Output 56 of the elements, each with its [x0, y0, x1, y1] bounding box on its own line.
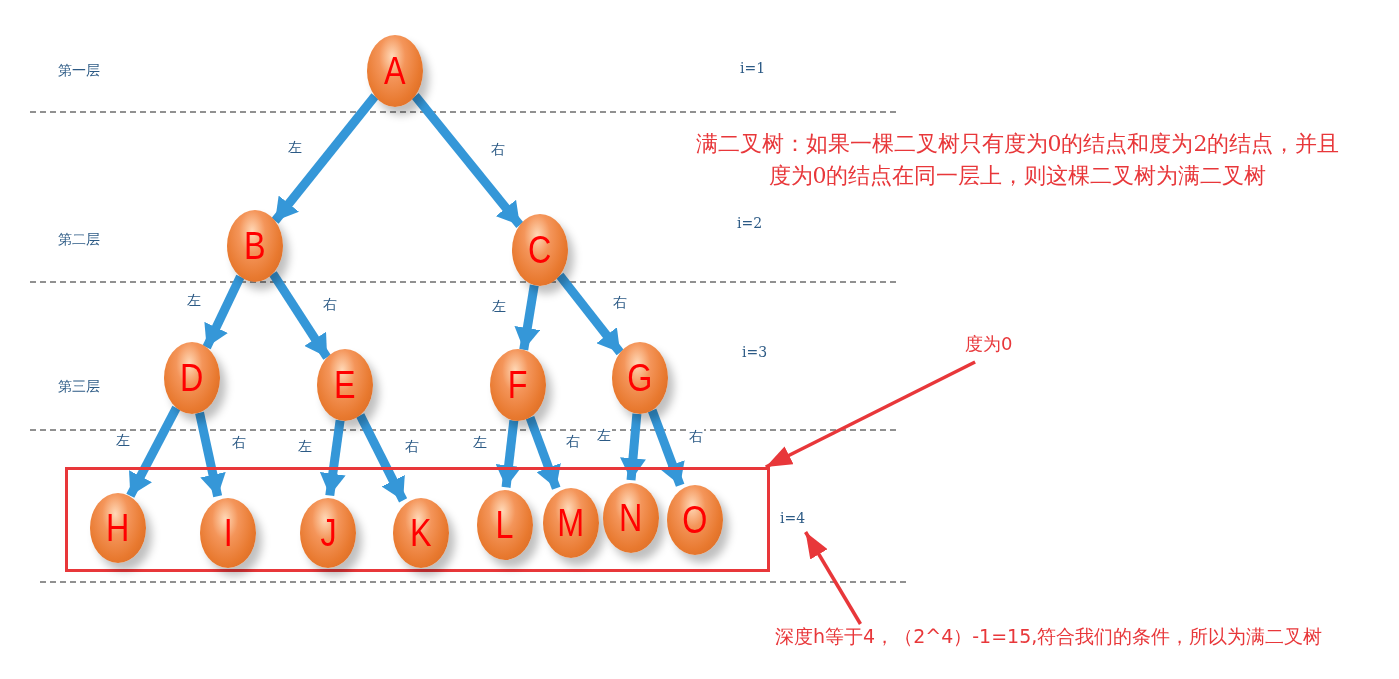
tree-node: E: [317, 349, 373, 421]
tree-node: B: [227, 210, 283, 282]
level-label: 第一层: [58, 62, 100, 80]
edge-label: 右: [322, 295, 338, 312]
tree-node: K: [393, 498, 449, 568]
definition-text: 满二叉树：如果一棵二叉树只有度为0的结点和度为2的结点，并且度为0的结点在同一层上，则这棵二叉树为满二叉树: [695, 130, 1340, 190]
arrow: [195, 411, 226, 498]
tree-node: A: [367, 35, 423, 107]
arrow: [514, 284, 541, 351]
arrow: [411, 93, 524, 228]
arrow: [271, 93, 379, 224]
level-label: i=2: [737, 215, 763, 231]
edge-label: 左: [595, 427, 612, 443]
edge-label: 左: [287, 138, 303, 155]
edge-label: 右: [230, 434, 247, 451]
level-label: 第二层: [58, 231, 100, 249]
edge-label: 左: [296, 437, 313, 454]
edge-label: 右: [688, 427, 705, 444]
annotation: 度为0: [965, 332, 1045, 362]
level-label: i=1: [740, 60, 766, 76]
level-label: 第三层: [58, 378, 100, 396]
level-label: i=4: [780, 510, 818, 532]
tree-node: N: [603, 483, 659, 553]
tree-node: I: [200, 498, 256, 568]
tree-node: L: [477, 490, 533, 560]
tree-node: M: [543, 488, 599, 558]
annotation: 深度h等于4，（2^4）-1=15,符合我们的条件，所以为满二叉树: [775, 624, 1350, 658]
arrow: [319, 419, 346, 497]
arrow: [126, 405, 181, 498]
arrow: [765, 360, 976, 469]
tree-node: D: [164, 342, 220, 414]
arrow: [202, 274, 245, 350]
arrow: [556, 272, 624, 356]
tree-node: F: [490, 349, 546, 421]
tree-node: G: [612, 342, 668, 414]
arrow: [804, 531, 862, 625]
level-label: i=3: [742, 344, 768, 360]
edge-label: 右: [612, 294, 628, 310]
arrow: [269, 271, 331, 360]
arrow: [356, 413, 408, 503]
arrow: [620, 413, 646, 481]
edge-label: 左: [491, 297, 507, 314]
edge-label: 左: [115, 431, 132, 448]
leaf-group-frame: [65, 467, 770, 572]
tree-node: C: [512, 214, 568, 286]
arrow: [495, 420, 522, 488]
arrow: [525, 415, 561, 490]
edge-label: 左: [185, 292, 202, 308]
edge-label: 右: [403, 437, 420, 454]
edge-label: 右: [489, 140, 506, 157]
edge-label: 左: [471, 433, 488, 450]
edge-label: 右: [565, 432, 582, 449]
tree-node: O: [667, 485, 723, 555]
arrow: [647, 408, 685, 487]
tree-node: J: [300, 498, 356, 568]
tree-node: H: [90, 493, 146, 563]
